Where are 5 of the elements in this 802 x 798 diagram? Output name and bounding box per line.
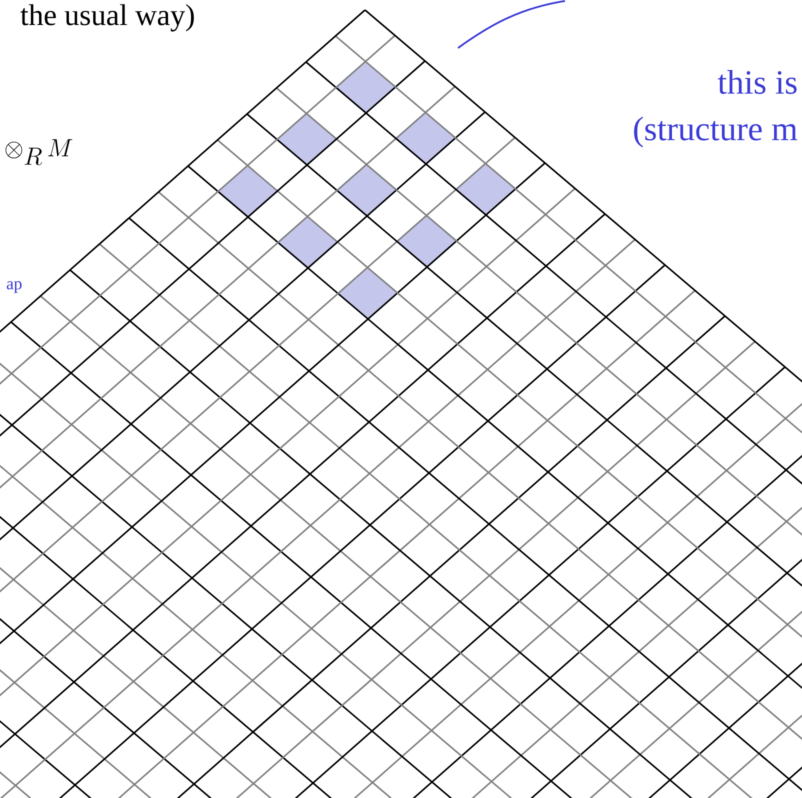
note-text: this is xyxy=(718,70,797,94)
note-text: (structure m xyxy=(634,116,798,148)
caption-text: the usual way) xyxy=(20,4,194,32)
formula: $\otimes_{R}\, M$ xyxy=(6,139,72,166)
note-text: ap xyxy=(6,281,22,293)
